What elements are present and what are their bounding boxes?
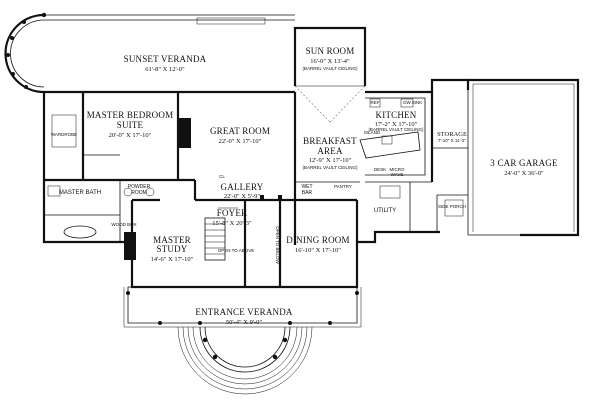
- dw-label: DW: [403, 100, 411, 105]
- master-bedroom-name-line1: MASTER BEDROOM: [87, 110, 174, 120]
- storage-name: STORAGE: [437, 131, 467, 138]
- open-to-above-label: OPEN TO ABOVE: [218, 248, 255, 253]
- island-label: ISLAND: [364, 130, 381, 135]
- sunset-veranda-dim: 61'-8" X 12'-0": [145, 66, 185, 73]
- storage-dim: 7'-10" X 11'-2": [438, 138, 466, 143]
- sun-room-dim: 16'-0" X 13'-4": [310, 58, 350, 65]
- great-room-dim: 22'-0" X 17'-10": [219, 138, 262, 145]
- pantry-label: PANTRY: [334, 184, 352, 189]
- entrance-veranda-name: ENTRANCE VERANDA: [195, 307, 293, 317]
- sun-room-name: SUN ROOM: [306, 46, 355, 56]
- gallery-dim: 22'-0" X 5'-9": [224, 193, 261, 200]
- great-room-name: GREAT ROOM: [210, 126, 270, 136]
- sun-room-note: (BARREL VAULT CEILING): [302, 66, 358, 71]
- kitchen-dim: 17'-2" X 17'-10": [375, 121, 418, 128]
- master-bath-label: MASTER BATH: [59, 190, 101, 196]
- side-porch-label: SIDE PORCH: [438, 204, 466, 209]
- gallery-name: GALLERY: [221, 182, 264, 192]
- closet-label: CL: [219, 174, 225, 179]
- foyer-dim: 15'-8" X 20'-3": [212, 220, 252, 227]
- dining-room-dim: 16'-10" X 17'-10": [295, 247, 341, 254]
- desk-label: DESK: [374, 167, 386, 172]
- entrance-veranda: [123, 286, 362, 395]
- wood-box-label: WOOD BOX: [111, 222, 136, 227]
- master-study-name-line1: MASTER: [153, 235, 191, 245]
- open-to-below-label: OPEN TO BELOW: [275, 226, 280, 264]
- dining-room-name: DINING ROOM: [286, 235, 349, 245]
- sunset-veranda-name: SUNSET VERANDA: [124, 54, 207, 64]
- breakfast-name-line2: AREA: [317, 146, 343, 156]
- wet-bar-label-line1: WET: [301, 184, 312, 190]
- wardrobe-label: WARDROBE: [51, 132, 77, 137]
- sink-label: SINK: [412, 100, 423, 105]
- kitchen-note: (BARREL VAULT CEILING): [368, 127, 424, 132]
- wet-bar-label-line2: BAR: [302, 190, 313, 196]
- walls: [4, 12, 580, 289]
- master-study-name-line2: STUDY: [156, 244, 187, 254]
- fixtures: [47, 97, 464, 261]
- garage-dim: 24'-0" X 36'-0": [504, 170, 544, 177]
- ref-label: REF: [371, 100, 380, 105]
- powder-room-label-line1: POWDER: [128, 184, 151, 190]
- utility-label: UTILITY: [374, 208, 396, 214]
- wave-label: WAVE: [391, 172, 404, 177]
- garage-name: 3 CAR GARAGE: [490, 158, 558, 168]
- breakfast-name-line1: BREAKFAST: [303, 136, 357, 146]
- master-bedroom-dim: 20'-0" X 17'-10": [109, 132, 152, 139]
- powder-room-label-line2: ROOM: [131, 190, 147, 196]
- great-room-fireplace: [179, 118, 191, 148]
- micro-label: MICRO: [390, 167, 405, 172]
- study-fireplace: [124, 232, 136, 260]
- master-bedroom-name-line2: SUITE: [117, 120, 144, 130]
- breakfast-note: (BARREL VAULT CEILING): [302, 165, 358, 170]
- breakfast-dim: 12'-9" X 17'-10": [309, 157, 352, 164]
- foyer-name: FOYER: [217, 208, 248, 218]
- entrance-veranda-dim: 50'-4" X 9'-0": [226, 319, 263, 326]
- kitchen-name: KITCHEN: [376, 110, 417, 120]
- master-study-dim: 14'-6" X 17'-10": [151, 256, 194, 263]
